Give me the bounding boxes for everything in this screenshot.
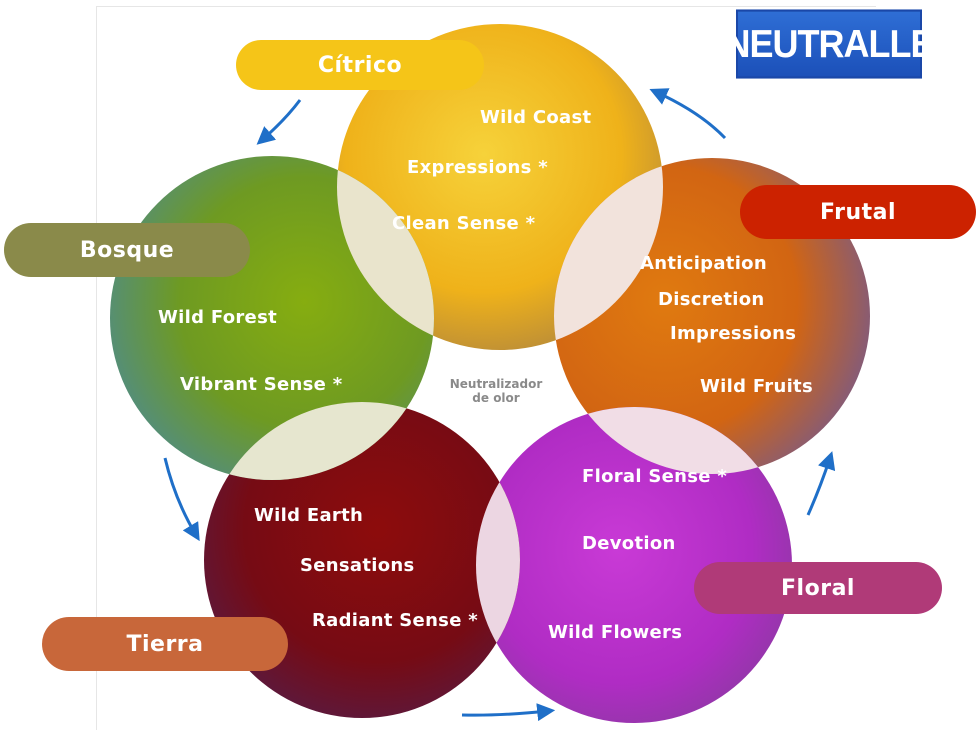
center-note-line2: de olor bbox=[472, 391, 520, 405]
arrow-floral-to-frutal bbox=[806, 451, 836, 516]
arrow-citrico-to-bosque bbox=[256, 99, 302, 145]
citrico-item: Expressions * bbox=[407, 157, 548, 178]
floral-item: Floral Sense * bbox=[582, 466, 728, 487]
tierra-item: Wild Earth bbox=[254, 505, 364, 526]
label-citrico-text: Cítrico bbox=[317, 52, 403, 78]
citrico-item: Wild Coast bbox=[480, 107, 592, 128]
arrow-tierra-to-floral bbox=[461, 703, 556, 722]
label-citrico: Cítrico bbox=[236, 40, 484, 90]
brand-logo-text: NEUTRALLE bbox=[724, 21, 935, 66]
bosque-item: Wild Forest bbox=[158, 307, 277, 328]
bosque-item: Vibrant Sense * bbox=[180, 374, 343, 395]
center-note-line1: Neutralizador bbox=[449, 377, 543, 391]
overlap-citrico-bosque bbox=[337, 156, 434, 350]
label-bosque-text: Bosque bbox=[79, 237, 175, 263]
frutal-item: Wild Fruits bbox=[700, 376, 813, 397]
floral-item: Devotion bbox=[582, 533, 676, 554]
floral-item: Wild Flowers bbox=[548, 622, 683, 643]
center-note: Neutralizador de olor bbox=[426, 377, 566, 405]
overlap-citrico-frutal bbox=[554, 158, 663, 350]
label-floral-text: Floral bbox=[781, 575, 855, 601]
tierra-item: Sensations bbox=[300, 555, 415, 576]
frame-left-line bbox=[96, 6, 97, 730]
label-tierra: Tierra bbox=[42, 617, 288, 671]
frutal-item: Anticipation bbox=[640, 253, 767, 274]
frame-top-line bbox=[96, 6, 876, 7]
label-frutal: Frutal bbox=[740, 185, 976, 239]
citrico-item: Clean Sense * bbox=[392, 213, 536, 234]
arrow-bosque-to-tierra bbox=[163, 457, 200, 542]
label-tierra-text: Tierra bbox=[126, 631, 204, 657]
frutal-item: Impressions bbox=[670, 323, 797, 344]
arrow-frutal-to-citrico bbox=[649, 88, 727, 140]
label-frutal-text: Frutal bbox=[819, 199, 897, 225]
brand-logo: NEUTRALLE bbox=[725, 9, 935, 79]
frutal-item: Discretion bbox=[658, 289, 765, 310]
label-floral: Floral bbox=[694, 562, 942, 614]
label-bosque: Bosque bbox=[4, 223, 250, 277]
circle-floral bbox=[476, 407, 792, 723]
tierra-item: Radiant Sense * bbox=[312, 610, 478, 631]
